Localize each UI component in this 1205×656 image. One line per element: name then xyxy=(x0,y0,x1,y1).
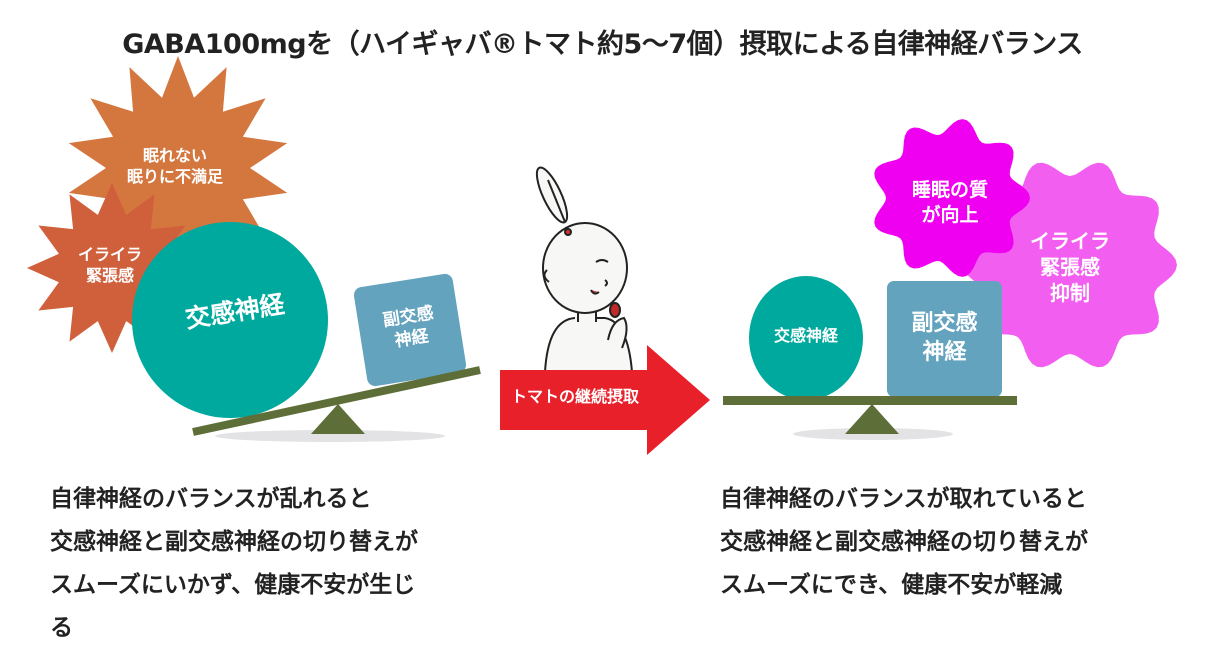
seesaw-plank-right xyxy=(723,396,1017,405)
shadow xyxy=(215,430,445,442)
arrow-label: トマトの継続摂取 xyxy=(510,387,639,406)
bubble-line: イライラ xyxy=(1030,229,1110,253)
burst-bottom-text: イライラ 緊張感 xyxy=(55,245,165,287)
burst-line: 緊張感 xyxy=(85,265,134,285)
burst-line: 眠れない xyxy=(142,146,207,165)
right-caption: 自律神経のバランスが取れていると 交感神経と副交感神経の切り替えが スムーズにで… xyxy=(720,478,1088,607)
label-line: 副交感 xyxy=(911,311,978,336)
bubble-line: 緊張感 xyxy=(1040,255,1100,279)
caption-line: 自律神経のバランスが取れていると xyxy=(720,486,1087,512)
bubble-top-text: 睡眠の質 が向上 xyxy=(885,178,1015,227)
bubble-bottom-text: イライラ 緊張感 抑制 xyxy=(1010,228,1130,306)
seesaw-plank xyxy=(192,366,481,436)
bubble-bottom xyxy=(963,162,1177,368)
caption-line: る xyxy=(50,615,73,641)
left-caption: 自律神経のバランスが乱れると 交感神経と副交感神経の切り替えが スムーズにいかず… xyxy=(50,478,418,650)
bubble-top xyxy=(874,119,1030,277)
caption-line: 交感神経と副交感神経の切り替えが xyxy=(50,529,418,555)
label-line: 神経 xyxy=(922,339,967,365)
caption-line: 交感神経と副交感神経の切り替えが xyxy=(720,529,1088,555)
sympathetic-circle-right xyxy=(749,276,863,400)
page-title: GABA100mgを（ハイギャバ®トマト約5〜7個）摂取による自律神経バランス xyxy=(122,29,1083,60)
burst-top-text: 眠れない 眠りに不満足 xyxy=(105,146,245,188)
parasympathetic-label-right: 副交感 神経 xyxy=(887,310,1002,367)
starburst-bottom xyxy=(27,183,197,353)
parasympathetic-box-right xyxy=(887,281,1002,397)
burst-line: 眠りに不満足 xyxy=(126,166,223,186)
bubble-line: 抑制 xyxy=(1050,281,1090,305)
bubble-line: 睡眠の質 xyxy=(911,179,988,201)
sympathetic-label-right: 交感神経 xyxy=(773,326,838,345)
sympathetic-circle xyxy=(132,222,328,418)
seesaw-fulcrum-right xyxy=(845,404,899,434)
caption-line: スムーズにいかず、健康不安が生じ xyxy=(50,572,416,598)
arrow-shape xyxy=(500,345,710,455)
seesaw-fulcrum xyxy=(311,404,365,434)
bubble-line: が向上 xyxy=(921,203,979,226)
parasympathetic-box xyxy=(353,273,467,387)
burst-line: イライラ xyxy=(77,245,142,264)
caption-line: スムーズにでき、健康不安が軽減 xyxy=(720,572,1063,598)
caption-line: 自律神経のバランスが乱れると xyxy=(50,486,372,512)
girl-eating-tomato-illustration xyxy=(535,166,634,373)
